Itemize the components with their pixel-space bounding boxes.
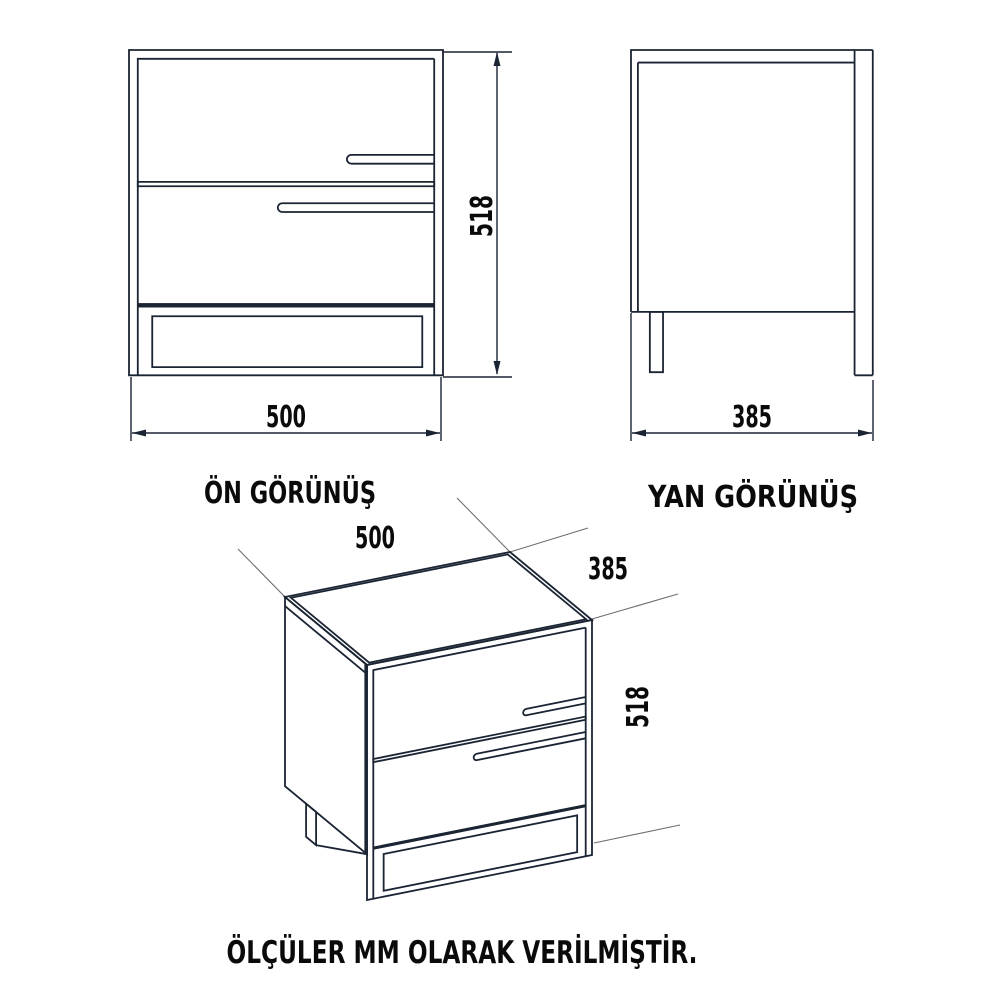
side-view-label: YAN GÖRÜNÜŞ	[647, 478, 858, 515]
isometric-extension-lines	[237, 497, 681, 844]
side-depth-value: 385	[732, 400, 772, 435]
front-height-value: 518	[465, 195, 500, 237]
isometric-depth-value: 385	[588, 552, 628, 587]
side-view-geometry	[630, 49, 874, 376]
isometric-width-value: 500	[355, 521, 395, 556]
units-footnote: ÖLÇÜLER MM OLARAK VERİLMİŞTİR.	[227, 934, 698, 971]
isometric-height-value: 518	[621, 686, 656, 728]
arrow-down-icon	[493, 361, 501, 375]
front-view-label: ÖN GÖRÜNÜŞ	[204, 474, 376, 511]
arrow-left-icon	[632, 429, 646, 437]
side-depth-dimension: 385	[630, 313, 874, 441]
front-width-value: 500	[266, 400, 306, 435]
arrow-up-icon	[493, 52, 501, 66]
front-height-dimension: 518	[443, 51, 512, 378]
arrow-left-icon	[132, 429, 146, 437]
front-view-geometry	[128, 49, 444, 376]
isometric-side-face	[284, 596, 368, 888]
front-width-dimension: 500	[130, 377, 442, 441]
isometric-front-face	[366, 619, 593, 901]
isometric-top-face	[284, 551, 593, 666]
arrow-right-icon	[858, 429, 872, 437]
arrow-right-icon	[426, 429, 440, 437]
side-view: 385 YAN GÖRÜNÜŞ	[630, 49, 874, 515]
isometric-view: 500 385 518	[237, 497, 681, 901]
front-view: 518 500 ÖN GÖRÜNÜŞ	[128, 49, 512, 511]
